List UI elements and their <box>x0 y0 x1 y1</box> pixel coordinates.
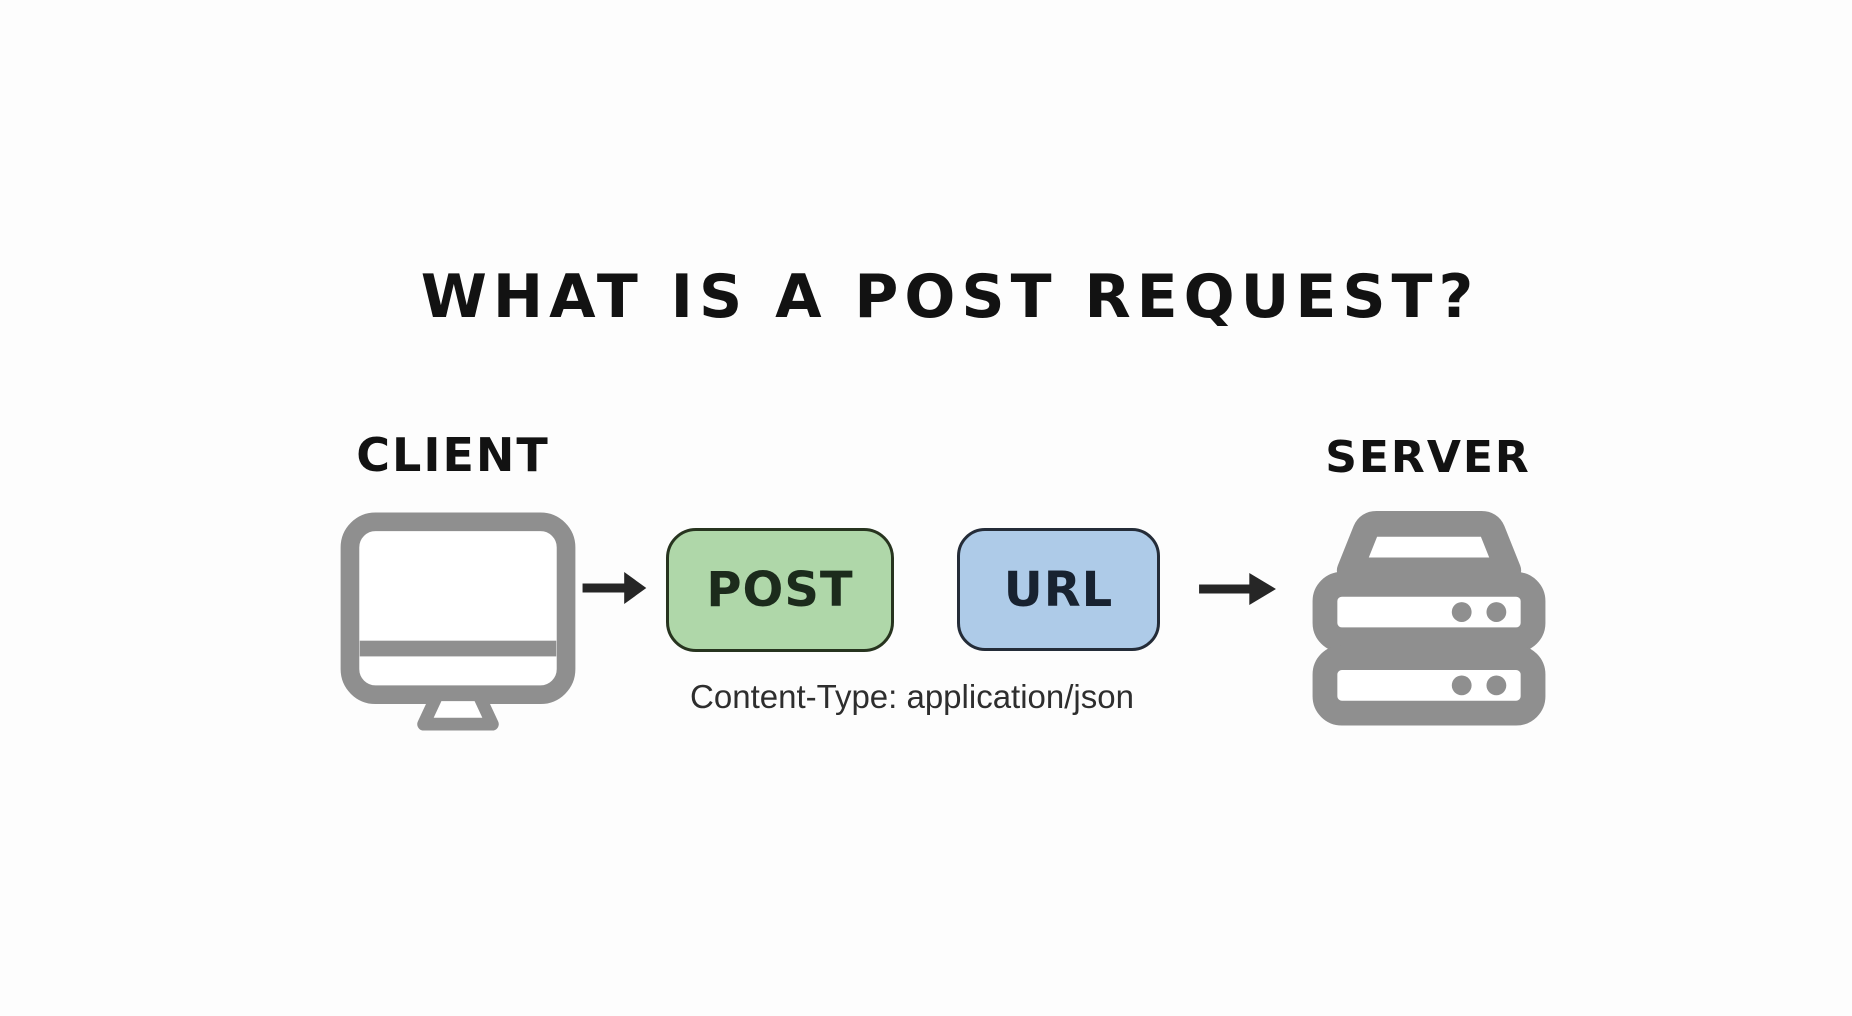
server-label: SERVER <box>1325 432 1531 483</box>
client-to-request-arrow <box>580 566 648 610</box>
monitor-frame <box>340 512 576 705</box>
monitor-icon <box>340 512 576 731</box>
arrow-right-icon <box>1199 573 1276 605</box>
url-label: URL <box>1003 561 1114 618</box>
server-rack-icon <box>1312 510 1546 726</box>
post-method-box: POST <box>666 528 894 652</box>
page-title: WHAT IS A POST REQUEST? <box>420 262 1480 332</box>
server-drawer-2 <box>1312 645 1546 726</box>
server-node <box>1310 509 1548 727</box>
request-to-server-arrow <box>1196 567 1278 611</box>
content-type-caption: Content-Type: application/json <box>690 678 1134 715</box>
url-box: URL <box>957 528 1160 651</box>
post-method-label: POST <box>706 562 854 618</box>
client-label: CLIENT <box>356 428 550 482</box>
monitor-stand <box>417 688 499 731</box>
server-top <box>1336 510 1522 584</box>
arrow-right-icon <box>582 572 647 604</box>
client-node <box>340 512 576 734</box>
monitor-bezel-bar <box>359 640 557 657</box>
server-drawer-1 <box>1312 571 1546 653</box>
